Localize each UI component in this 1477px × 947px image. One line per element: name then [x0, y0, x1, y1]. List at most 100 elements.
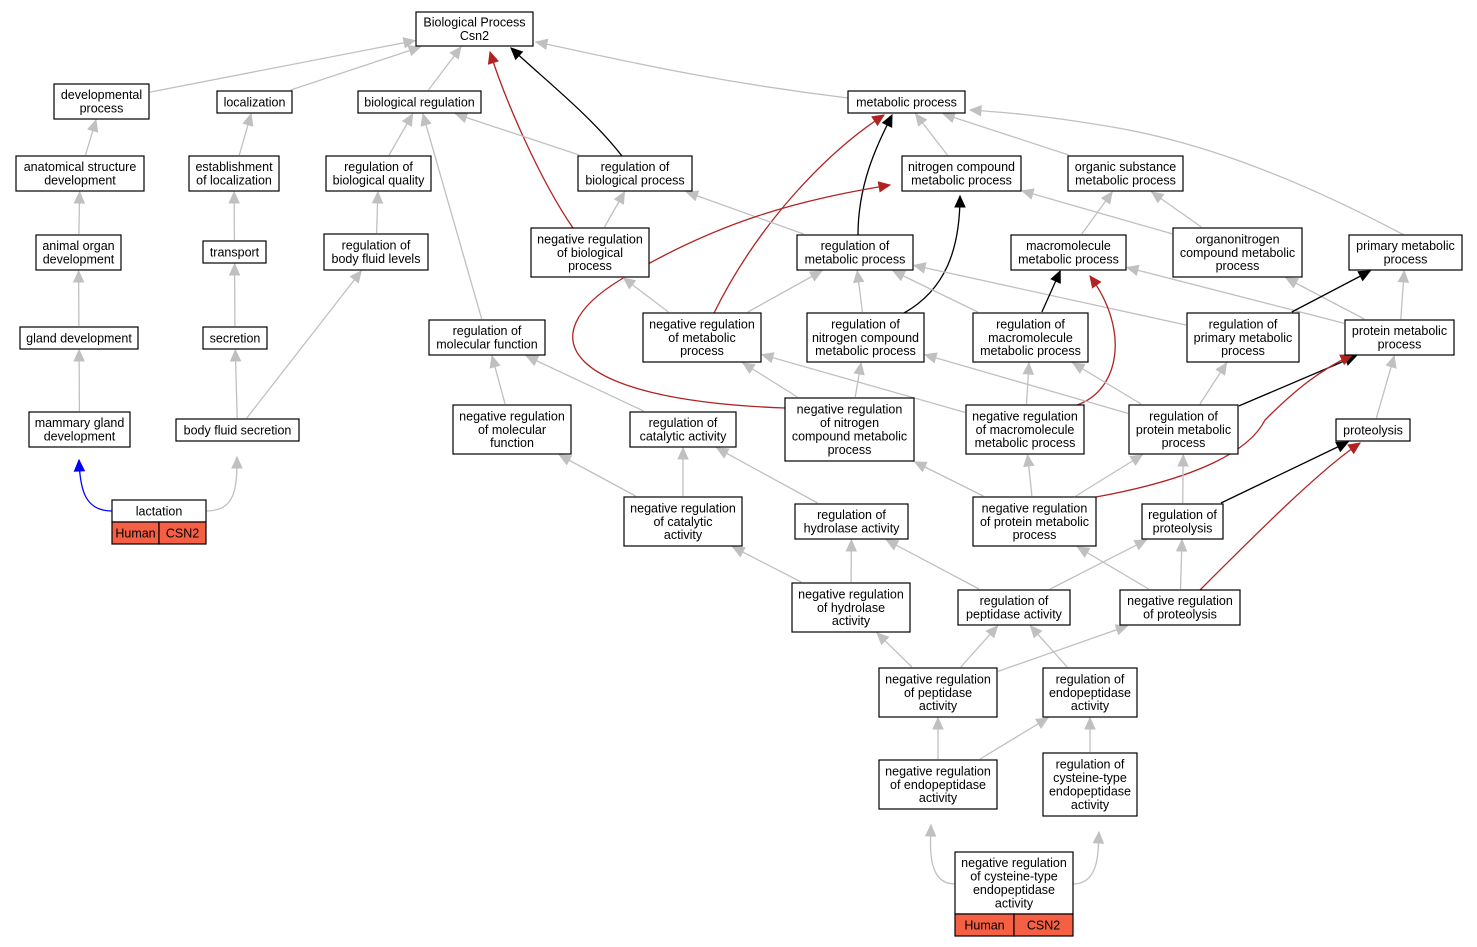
- node-label-line: hydrolase activity: [804, 522, 901, 536]
- node-label-line: regulation of: [817, 508, 886, 522]
- arrowhead-neg_reg_catalytic-to-reg_catalytic: [677, 446, 689, 460]
- node-label-line: of macromolecule: [976, 423, 1075, 437]
- arrowhead-reg_met_proc-to-reg_bio_proc: [685, 190, 700, 202]
- go-term-node-metabolic[interactable]: metabolic process: [847, 90, 966, 114]
- node-label-line: Biological Process: [423, 16, 525, 30]
- go-term-node-secretion[interactable]: secretion: [202, 326, 268, 350]
- go-term-node-gland_dev[interactable]: gland development: [19, 326, 139, 350]
- node-label-line: animal organ: [42, 239, 114, 253]
- arrowhead-bio_reg-to-root: [449, 46, 462, 60]
- node-label-line: process: [680, 344, 724, 358]
- go-term-node-body_fluid_sec[interactable]: body fluid secretion: [175, 418, 300, 442]
- node-box: [530, 227, 650, 278]
- node-label-line: process: [1216, 259, 1260, 273]
- node-box: [794, 503, 909, 540]
- go-term-node-transport[interactable]: transport: [202, 240, 267, 264]
- node-box: [53, 83, 150, 120]
- edge-reg_protein_met-to-protein_met: [1238, 355, 1357, 407]
- go-term-node-localization[interactable]: localization: [216, 90, 293, 114]
- node-label-line: metabolic process: [856, 95, 957, 109]
- node-label-line: activity: [919, 791, 958, 805]
- arrowhead-proteolysis-to-protein_met: [1385, 354, 1397, 369]
- annotation-gene-cell: [158, 521, 207, 545]
- arrowhead-neg_reg_endopeptidase-to-neg_reg_peptidase: [932, 716, 944, 730]
- edge-reg_mol_func-to-bio_reg: [422, 113, 483, 320]
- edge-neg_reg_protein_met-to-neg_reg_nitrogen: [914, 461, 984, 497]
- edge-reg_met_proc-to-reg_bio_proc: [686, 191, 804, 235]
- node-label-line: development: [43, 253, 115, 267]
- edge-neg_reg_met-to-reg_met_proc: [747, 270, 823, 313]
- arrowhead-neg_reg_met-to-reg_met_proc: [808, 270, 823, 282]
- arrowhead-neg_reg_bio_proc-to-root: [487, 50, 499, 65]
- node-label-line: protein metabolic: [1136, 423, 1231, 437]
- node-label-line: of hydrolase: [817, 601, 885, 615]
- arrowhead-protein_met-to-macro_met: [1125, 264, 1140, 276]
- node-box: [878, 667, 998, 718]
- edge-neg_reg_proteolysis-to-proteolysis: [1199, 442, 1361, 591]
- edge-dev_proc-to-root: [149, 39, 416, 93]
- node-label-line: of molecular: [478, 423, 546, 437]
- arrowhead-reg_primary-to-reg_met_proc: [912, 262, 927, 274]
- go-term-node-bio_reg[interactable]: biological regulation: [357, 90, 482, 114]
- arrowhead-neg_reg_protein_met-to-reg_protein_met: [1129, 454, 1144, 466]
- arrowhead-reg_primary-to-primary_met: [1357, 270, 1372, 282]
- node-label-line: metabolic process: [1075, 174, 1176, 188]
- node-label-line: of localization: [196, 174, 272, 188]
- go-term-node-proteolysis[interactable]: proteolysis: [1335, 418, 1411, 442]
- annotation-species-label: Human: [115, 526, 155, 540]
- arrowhead-neg_reg_macro-to-neg_reg_met: [760, 352, 775, 364]
- node-label-line: activity: [664, 528, 703, 542]
- edge-primary_met-to-metabolic: [969, 109, 1405, 236]
- edge-neg_reg_protein_met-to-protein_met: [1095, 354, 1353, 498]
- arrowhead-macro_met-to-organic_met: [1100, 191, 1113, 205]
- arrowhead-neg_reg_nitrogen-to-neg_reg_met: [741, 362, 756, 375]
- go-term-node-reg_cysteine[interactable]: regulation ofcysteine-typeendopeptidasea…: [1042, 752, 1138, 817]
- node-label-line: body fluid levels: [332, 252, 421, 266]
- node-box: [629, 411, 737, 448]
- edge-neg_reg_macro-to-neg_reg_met: [761, 353, 966, 414]
- node-label-line: metabolic process: [980, 344, 1081, 358]
- annotation-species-label: Human: [964, 918, 1004, 932]
- node-box: [202, 240, 267, 264]
- annotation-gene-cell: [1013, 913, 1074, 937]
